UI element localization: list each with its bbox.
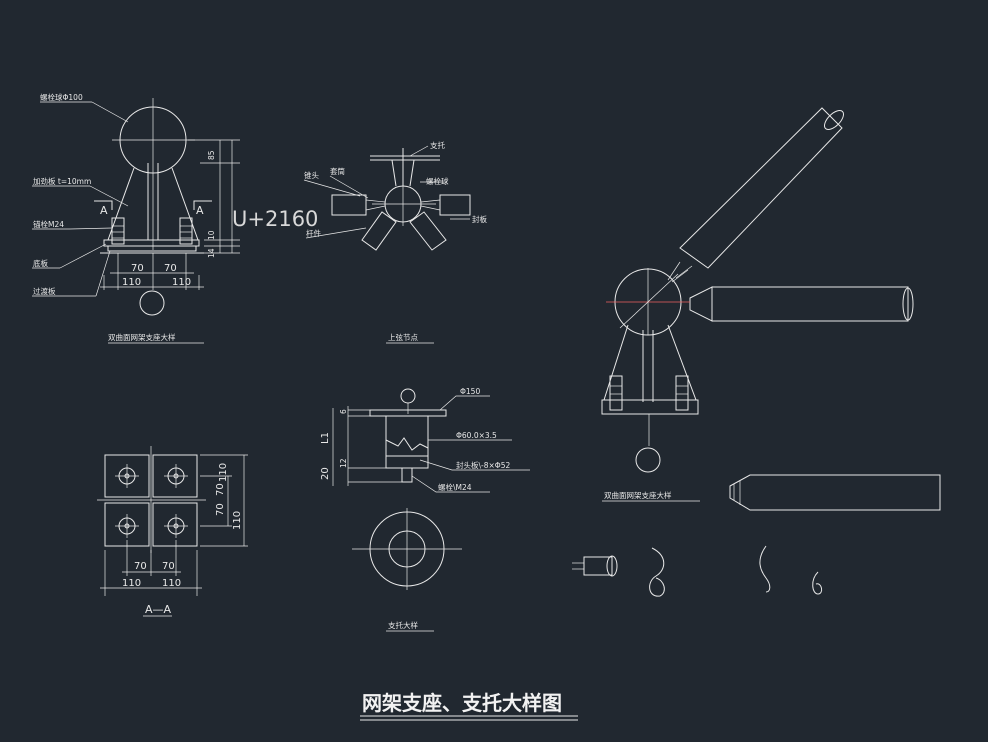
plan-section-aa: 110 70 70 110 70 70 110 110 A—A [97,446,248,617]
label-bolt-ball: 螺栓球Φ100 [40,92,83,102]
dim-h110-a: 110 [218,463,229,482]
dim-h70-a: 70 [215,483,226,496]
label-seal-plate: 封板 [472,214,487,224]
dim-110-left: 110 [122,277,141,288]
label-cone-head: 锥头 [304,170,319,180]
dim-85: 85 [207,150,216,160]
dim-6: 6 [339,409,348,414]
horizontal-tube [711,286,909,322]
dim-10: 10 [207,230,216,240]
iso-view: 双曲面网架支座大样 [572,107,941,597]
node-detail: 支托 套筒 螺栓球 锥头 封板 杆件 上弦节点 [303,140,487,344]
dim-12: 12 [339,458,348,468]
label-stiffener: 加劲板 t=10mm [33,176,91,186]
main-title-block: 网架支座、支托大样图 [360,691,578,721]
dim-h110-b: 110 [232,511,243,530]
dim-20: 20 [320,467,331,480]
dim-70-right: 70 [164,263,177,274]
dim-14: 14 [207,248,216,258]
dim-h70-b: 70 [215,503,226,516]
label-rod: 杆件 [306,228,321,238]
caption-support-detail: 双曲面网架支座大样 [108,332,176,342]
anchor-bolt-right [179,217,193,245]
dim-110-bot: 110 [162,578,181,589]
top-plate [369,409,447,417]
caption-aa: A—A [145,603,172,616]
label-plate-dia: Φ150 [460,387,480,396]
label-base-plate: 底板 [33,258,48,268]
label-anchor-bolt: 锚栓M24 [33,219,64,229]
elevation-text: U+2160 [232,207,318,231]
caption-node-detail: 上弦节点 [388,332,418,342]
caption-bracket-detail: 支托大样 [388,620,418,630]
support-detail: A A 螺栓球Φ100 加劲板 t=10mm 锚栓M24 底板 过渡板 85 1… [32,92,318,344]
label-sleeve: 套筒 [330,166,345,176]
bracket-detail: L1 6 20 12 Φ150 Φ60.0×3.5 封头板\-8×Φ52 螺栓\… [320,387,530,632]
base-plate [103,239,200,247]
label-bolt-ball-node: 螺栓球 [426,176,449,186]
label-bolt-m24: 螺栓\M24 [438,482,472,492]
dim-110-right: 110 [172,277,191,288]
anchor-bolt-left [111,217,125,245]
label-cone-plate: 封头板\-8×Φ52 [456,460,510,470]
dim-110-top: 110 [122,578,141,589]
label-transition-plate: 过渡板 [33,286,56,296]
dim-70-left: 70 [131,263,144,274]
dim-l1: L1 [320,432,331,444]
section-mark-a-right: A [196,204,204,217]
dim-70-top: 70 [134,561,147,572]
section-mark-a-left: A [100,204,108,217]
caption-iso-detail: 双曲面网架支座大样 [604,490,672,500]
diagonal-tube [679,107,843,269]
dim-70-bot: 70 [162,561,175,572]
main-title: 网架支座、支托大样图 [362,691,562,715]
label-pipe: Φ60.0×3.5 [456,431,497,440]
label-support-bracket: 支托 [430,140,445,150]
